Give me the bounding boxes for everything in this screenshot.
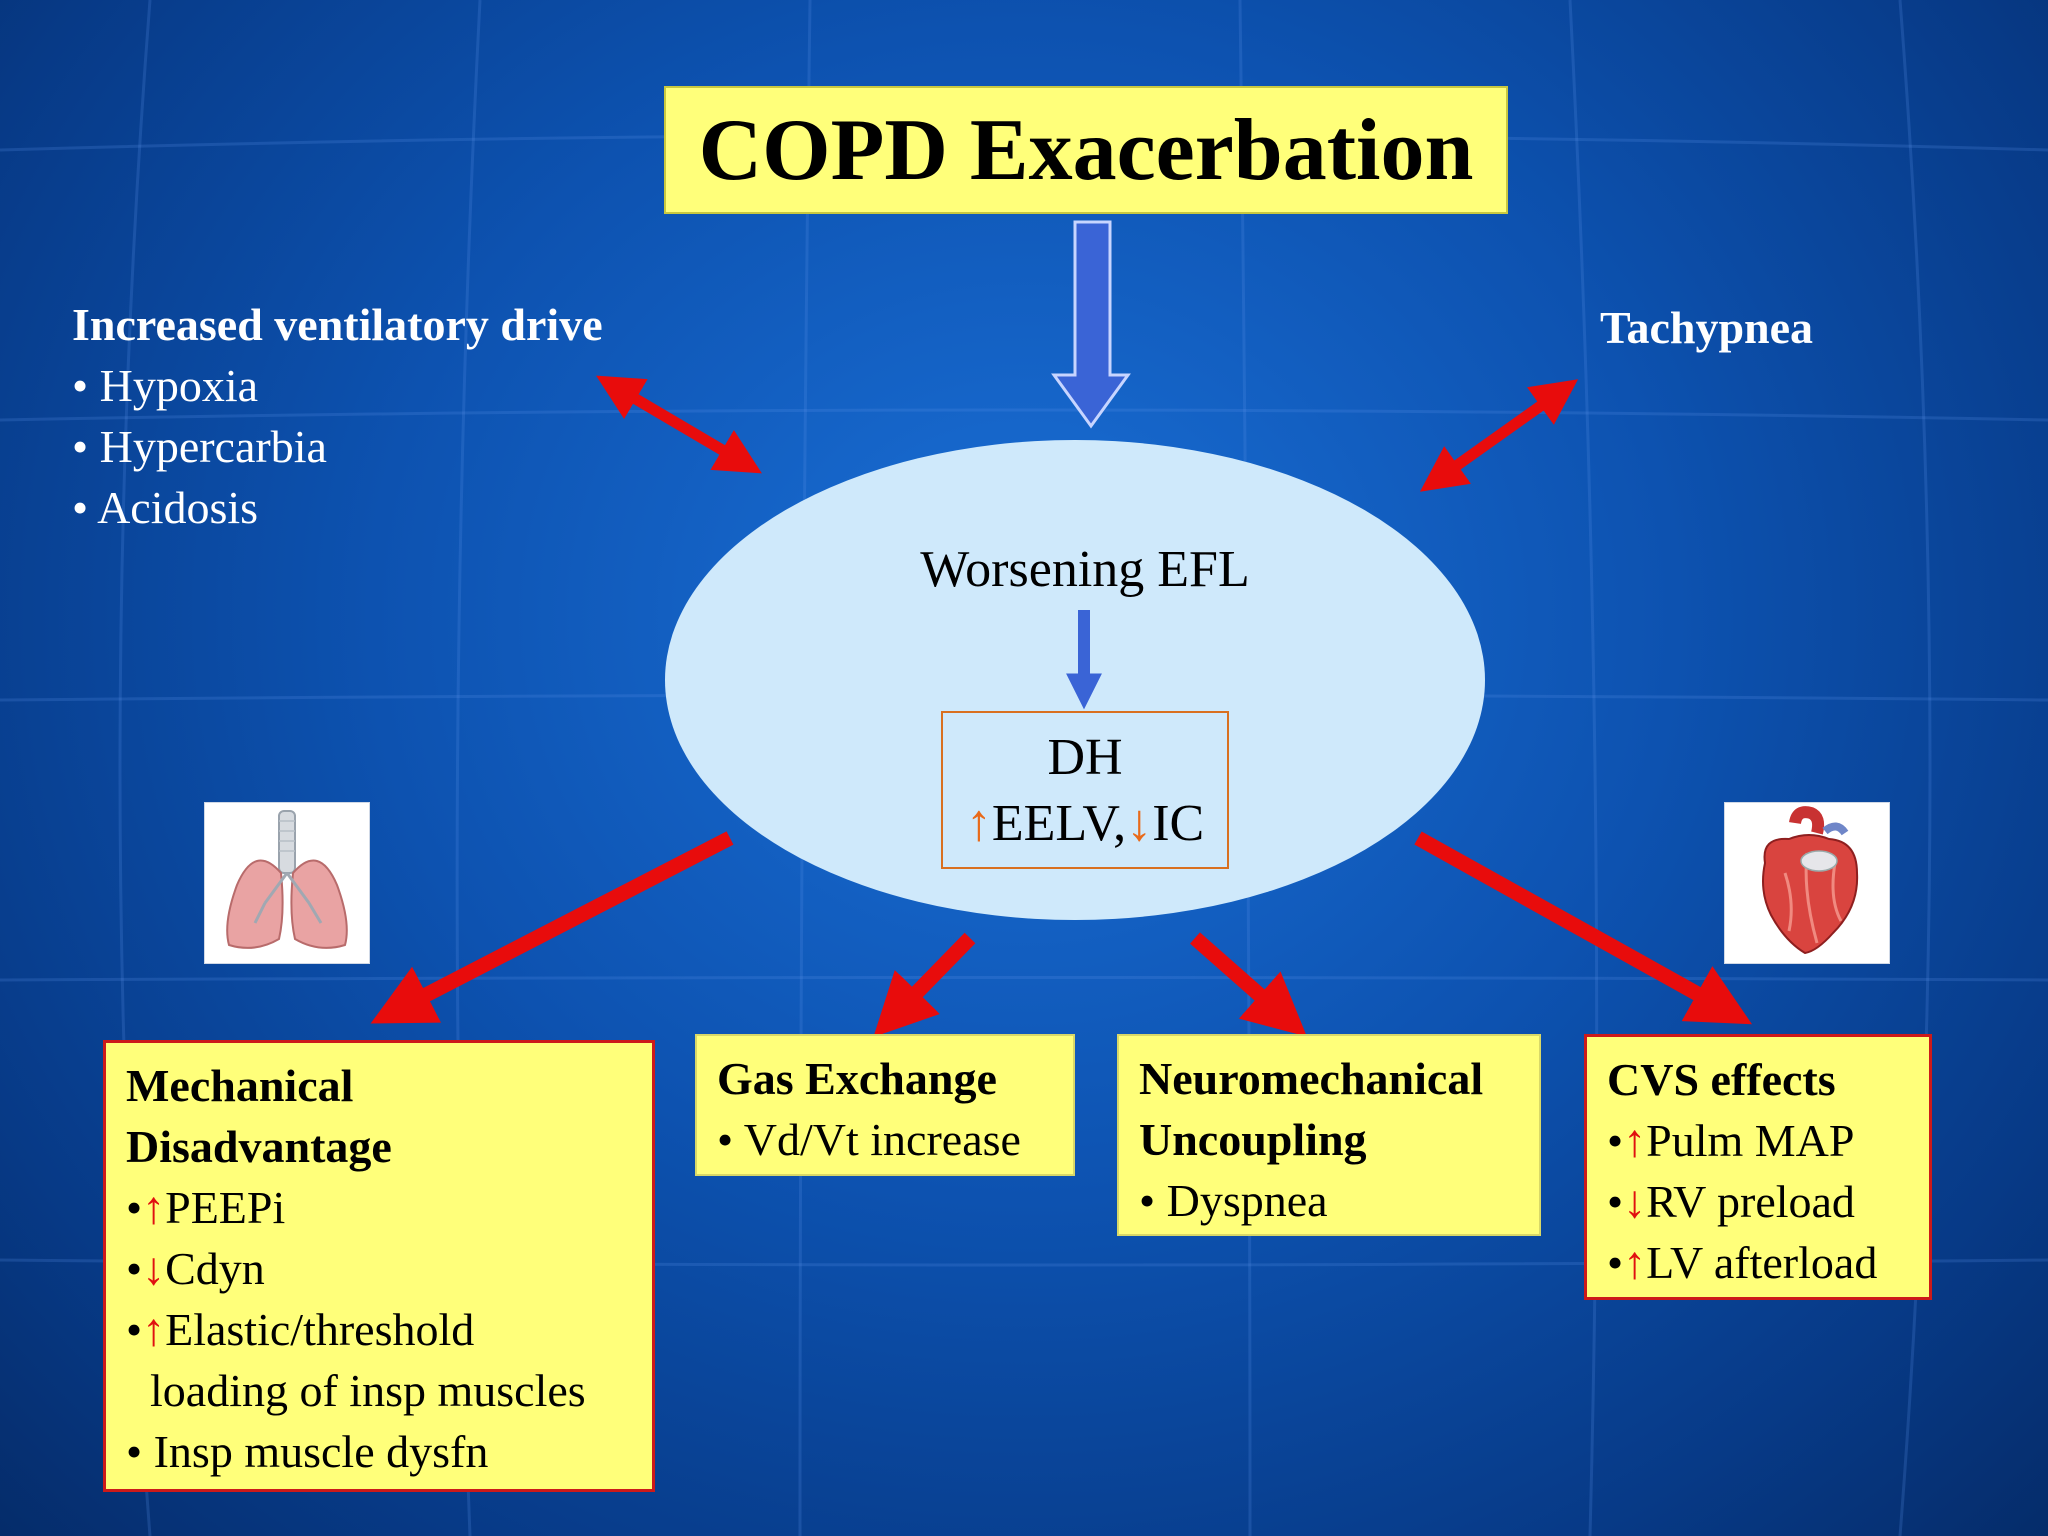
efl-label: Worsening EFL bbox=[920, 541, 1250, 598]
cvs-effects-box: CVS effects •↑Pulm MAP •↓RV preload •↑LV… bbox=[1584, 1034, 1932, 1300]
tachypnea-block: Tachypnea bbox=[1600, 297, 1813, 358]
lungs-icon bbox=[226, 810, 348, 949]
list-item: •↑Elastic/threshold bbox=[126, 1304, 475, 1355]
heart-icon bbox=[1762, 806, 1859, 955]
heart-image bbox=[1724, 802, 1890, 964]
neuromechanical-box: Neuromechanical Uncoupling • Dyspnea bbox=[1117, 1034, 1541, 1236]
neuro-heading-line1: Neuromechanical bbox=[1139, 1053, 1484, 1104]
mechanical-heading-line1: Mechanical bbox=[126, 1060, 354, 1111]
cvs-arrow bbox=[1414, 831, 1753, 1025]
ic-label: IC bbox=[1152, 795, 1205, 852]
list-item: •↑PEEPi bbox=[126, 1182, 286, 1233]
dh-box: DH ↑EELV,↓IC bbox=[941, 711, 1229, 869]
page-title: COPD Exacerbation bbox=[698, 101, 1474, 199]
arrow-up-icon: ↑ bbox=[142, 1304, 166, 1355]
ventilatory-link-arrow bbox=[596, 375, 762, 474]
mechanical-arrow bbox=[370, 831, 734, 1024]
list-item: •↓Cdyn bbox=[126, 1243, 265, 1294]
cvs-heading: CVS effects bbox=[1607, 1054, 1836, 1105]
eelv-label: EELV, bbox=[991, 795, 1127, 852]
list-item: • Vd/Vt increase bbox=[717, 1114, 1021, 1165]
neuro-heading-line2: Uncoupling bbox=[1139, 1114, 1367, 1165]
title-down-arrow bbox=[1051, 220, 1131, 429]
list-item: •↑Pulm MAP bbox=[1607, 1115, 1855, 1166]
arrow-up-icon: ↑ bbox=[1623, 1237, 1647, 1288]
ventilatory-heading: Increased ventilatory drive bbox=[72, 299, 603, 350]
list-item: •↓RV preload bbox=[1607, 1176, 1855, 1227]
arrow-up-icon: ↑ bbox=[1623, 1115, 1647, 1166]
arrow-up-icon: ↑ bbox=[965, 795, 992, 852]
list-item: • Hypoxia bbox=[72, 360, 259, 411]
list-item: • Dyspnea bbox=[1139, 1175, 1328, 1226]
dh-label: DH bbox=[1047, 729, 1123, 786]
arrow-down-icon: ↓ bbox=[1126, 795, 1153, 852]
arrow-down-icon: ↓ bbox=[142, 1243, 166, 1294]
gas-exchange-box: Gas Exchange • Vd/Vt increase bbox=[695, 1034, 1075, 1176]
list-item: •↑LV afterload bbox=[1607, 1237, 1878, 1288]
tachypnea-link-arrow bbox=[1419, 379, 1579, 492]
arrow-up-icon: ↑ bbox=[142, 1182, 166, 1233]
list-item: • Insp muscle dysfn bbox=[126, 1426, 489, 1477]
neuro-arrow bbox=[1190, 932, 1307, 1037]
tachypnea-label: Tachypnea bbox=[1600, 302, 1814, 353]
ventilatory-drive-block: Increased ventilatory drive • Hypoxia • … bbox=[72, 294, 712, 538]
gas-exchange-arrow bbox=[873, 932, 976, 1038]
dh-volume-line: ↑EELV,↓IC bbox=[943, 791, 1227, 857]
gas-exchange-heading: Gas Exchange bbox=[717, 1053, 997, 1104]
mechanical-heading-line2: Disadvantage bbox=[126, 1121, 392, 1172]
mechanical-disadvantage-box: Mechanical Disadvantage •↑PEEPi •↓Cdyn •… bbox=[103, 1040, 655, 1492]
list-item: • Acidosis bbox=[72, 482, 259, 533]
lungs-image bbox=[204, 802, 370, 964]
list-item-continuation: loading of insp muscles bbox=[150, 1365, 586, 1416]
title-box: COPD Exacerbation bbox=[664, 86, 1508, 214]
arrow-down-icon: ↓ bbox=[1623, 1176, 1647, 1227]
list-item: • Hypercarbia bbox=[72, 421, 327, 472]
